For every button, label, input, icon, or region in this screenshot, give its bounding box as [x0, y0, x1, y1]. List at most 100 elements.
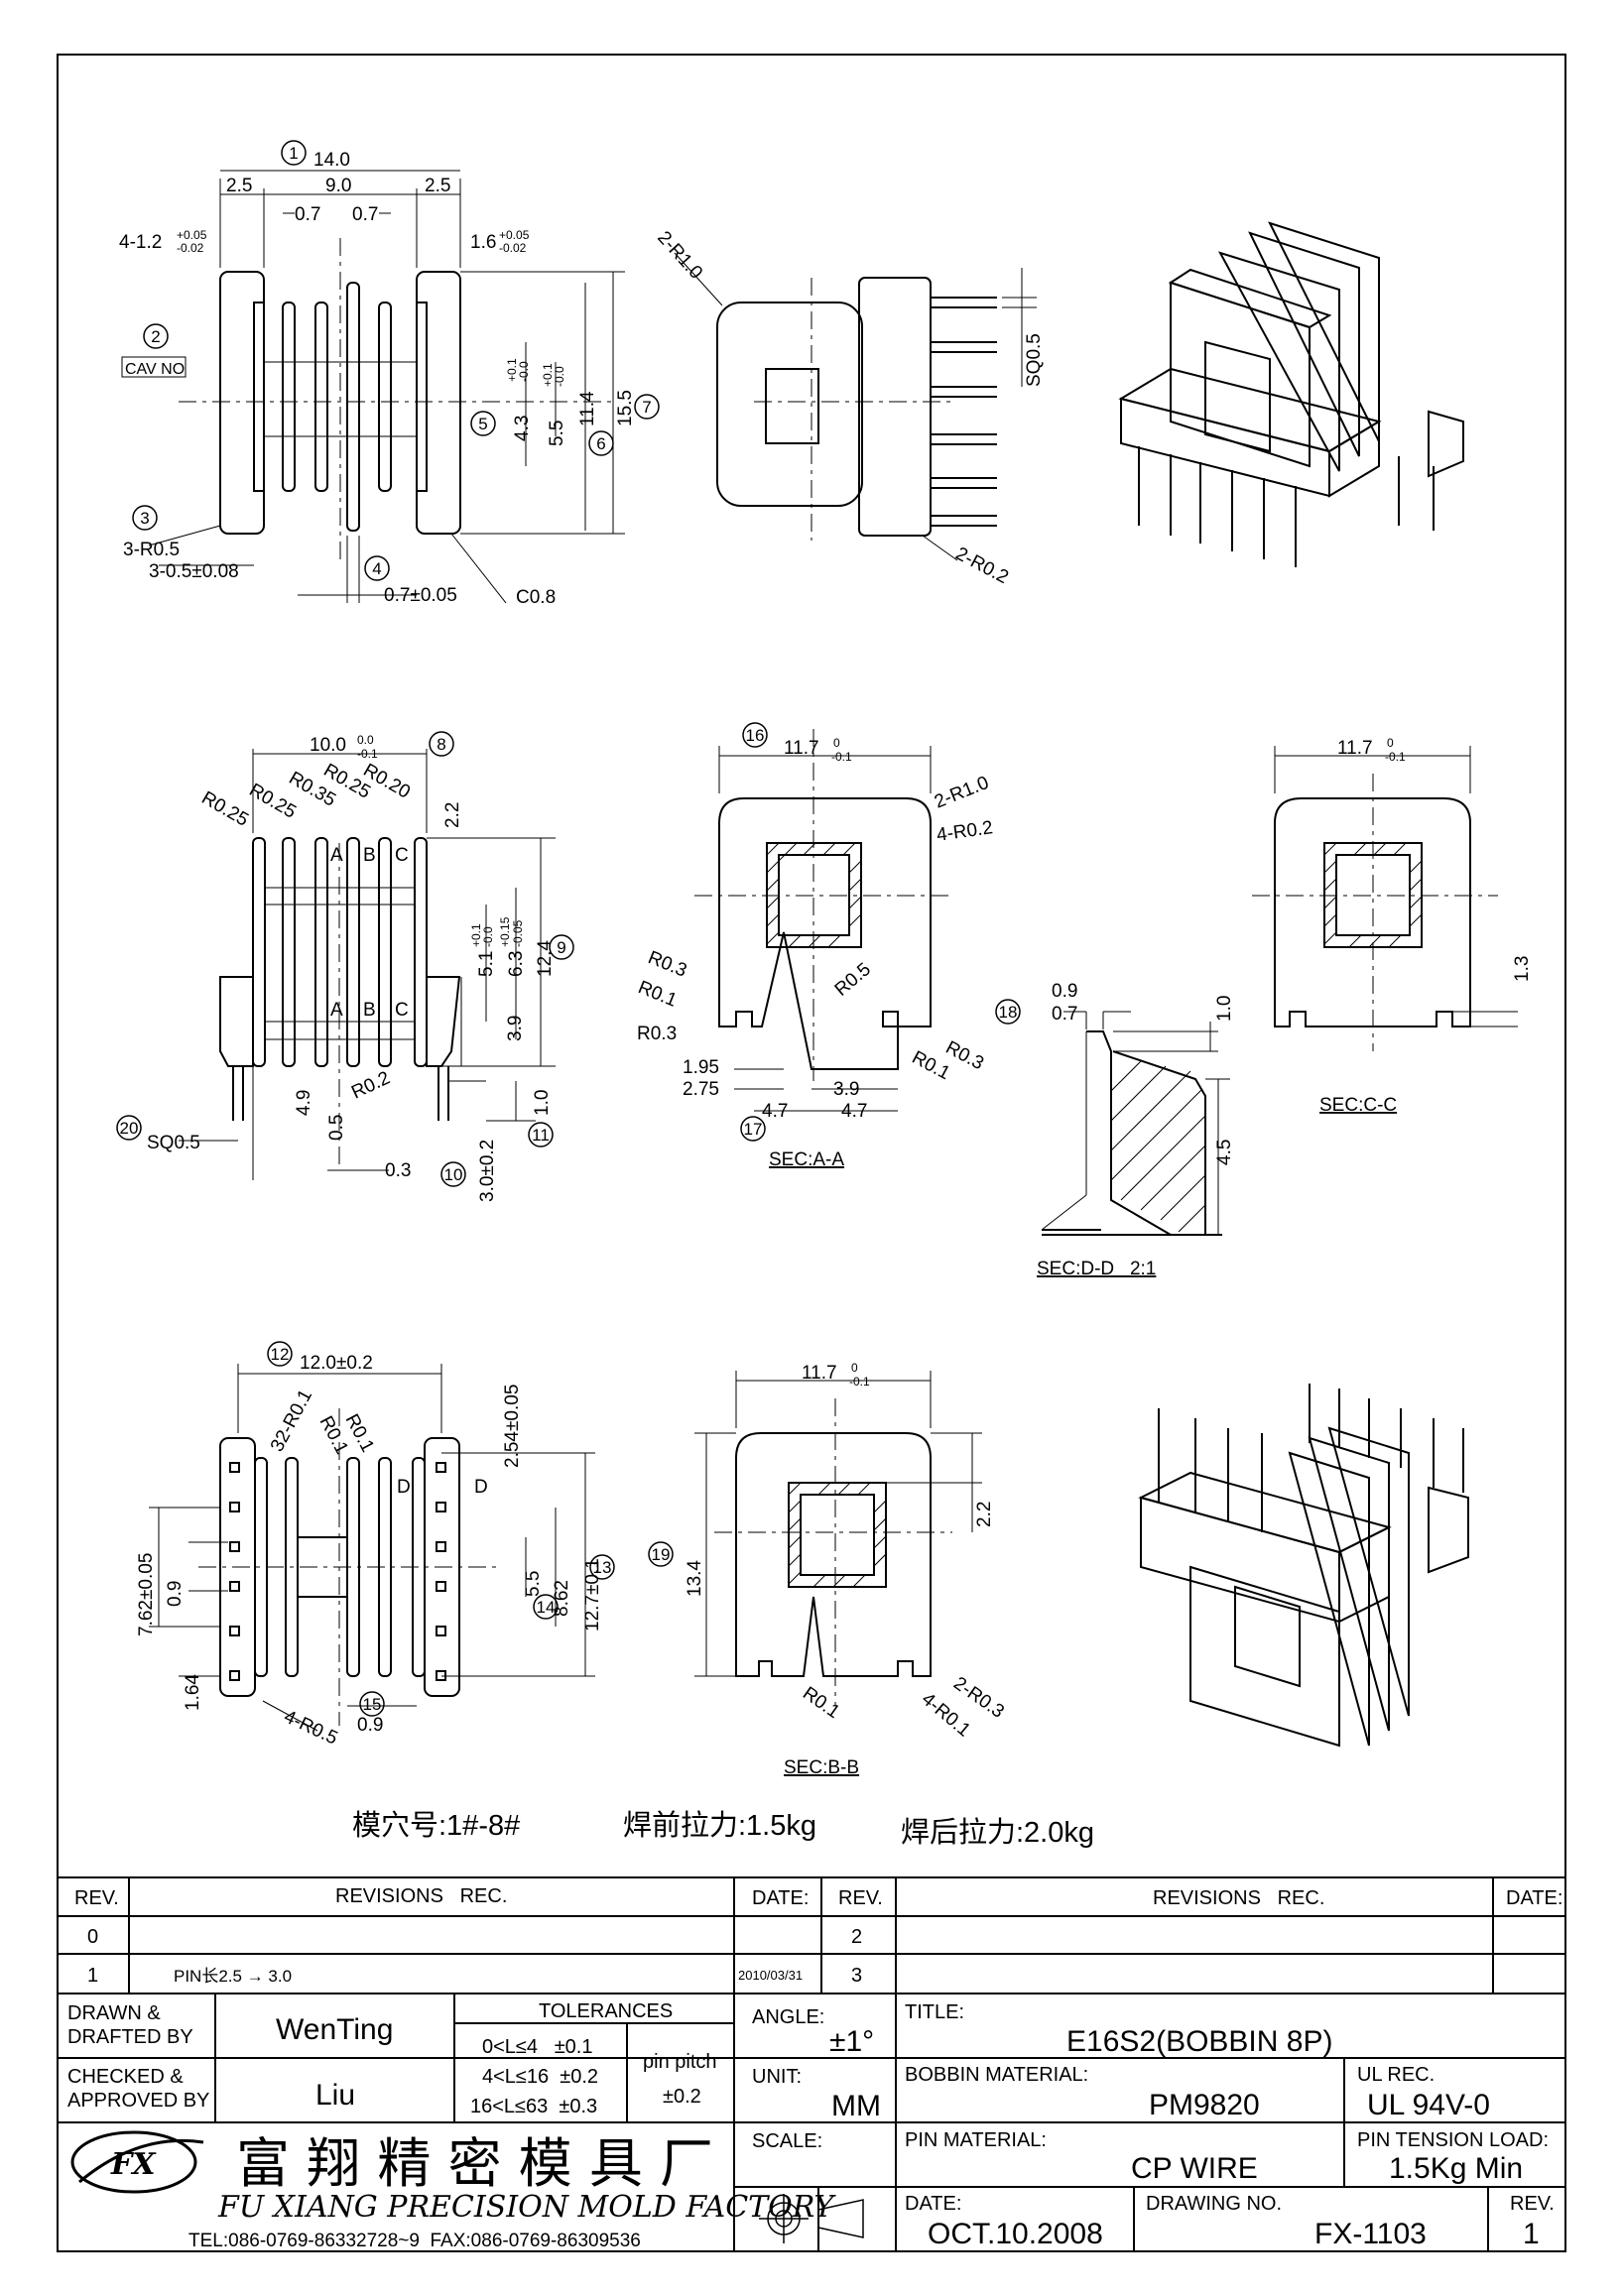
- section-d-label: SEC:D-D 2:1: [1037, 1259, 1156, 1279]
- dim-11-7-c-lower: -0.1: [1385, 750, 1406, 764]
- iso-view-top: [1118, 221, 1464, 567]
- dim-13-4: 13.4: [685, 1560, 705, 1597]
- section-a-label: SEC:A-A: [769, 1149, 844, 1170]
- section-a-hatch: [766, 842, 862, 948]
- dim-11-7-a-upper: 0: [833, 736, 840, 750]
- logo-text: FX: [110, 2147, 157, 2182]
- dim-1-3: 1.3: [1512, 956, 1533, 982]
- bobbin-material-value: PM9820: [1149, 2089, 1260, 2121]
- dim-6-3-upper: +0.15: [498, 916, 512, 947]
- dim-11-7-c-upper: 0: [1387, 736, 1394, 750]
- rev-label: REV.: [1510, 2193, 1555, 2215]
- section-mark-c-bottom: C: [395, 1000, 409, 1021]
- dim-32-r0-1: 32-R0.1: [267, 1387, 316, 1456]
- dim-3-r0-5: 3-R0.5: [123, 540, 180, 560]
- section-mark-b-top: B: [363, 845, 376, 866]
- dim-r0-3-a1: R0.3: [645, 947, 689, 982]
- dim-11-7-a-lower: -0.1: [831, 750, 852, 764]
- company-logo-icon: FX: [70, 2130, 204, 2194]
- ul-label: UL REC.: [1357, 2064, 1435, 2086]
- top-view-labels: 14.0 2.5 9.0 2.5 0.7 0.7 4-1.2 +0.05 -0.…: [119, 150, 636, 608]
- bottom-view-labels: 12.0±0.2 32-R0.1 R0.1 R0.1 D D 2.54±0.05…: [136, 1353, 603, 1750]
- dim-0-9-b2: 0.9: [357, 1715, 383, 1736]
- dim-0-7-d: 0.7: [1052, 1004, 1077, 1025]
- dim-c0-8: C0.8: [516, 587, 556, 608]
- dim-11-7-b-lower: -0.1: [849, 1375, 870, 1389]
- dim-2-2: 2.2: [442, 802, 463, 828]
- dim-r0-5-a: R0.5: [831, 959, 875, 1001]
- dim-12-0: 12.0±0.2: [300, 1353, 373, 1374]
- dim-3-9: 3.9: [505, 1016, 526, 1041]
- date-header: DATE:: [752, 1887, 809, 1909]
- bottom-view: [149, 1364, 595, 1732]
- balloon-12: 12: [271, 1345, 290, 1364]
- dim-15-5: 15.5: [615, 390, 636, 426]
- dim-2-2-b: 2.2: [974, 1502, 995, 1527]
- iso-view-bottom: [1138, 1384, 1469, 1748]
- top-view: [148, 170, 625, 604]
- pin-pitch-value: ±0.2: [663, 2086, 701, 2108]
- revisions-header-2: REVISIONS REC.: [1153, 1887, 1324, 1909]
- dim-2-5-right: 2.5: [425, 176, 450, 196]
- section-mark-c-top: C: [395, 845, 409, 866]
- rev-row-0-rev2: 2: [851, 1926, 862, 1948]
- rev-row-1-date: 2010/03/31: [738, 1968, 803, 1983]
- note-pull-before: 焊前拉力:1.5kg: [623, 1809, 816, 1842]
- side-view: [674, 252, 1037, 561]
- section-b-hatch: [788, 1482, 887, 1588]
- front-view-labels: 10.0 0.0 -0.1 R0.25 R0.25 R0.35 R0.25 R0…: [147, 733, 556, 1202]
- section-b-label: SEC:B-B: [784, 1757, 859, 1778]
- dim-11-7-c: 11.7: [1337, 738, 1373, 759]
- note-pull-after: 焊后拉力:2.0kg: [901, 1816, 1094, 1849]
- dim-3-9-a: 3.9: [833, 1079, 859, 1100]
- dim-14-0: 14.0: [313, 150, 350, 171]
- dim-2-r0-2: 2-R0.2: [952, 544, 1012, 588]
- balloon-17: 17: [744, 1120, 763, 1139]
- cav-no-label: CAV NO: [125, 361, 185, 378]
- dim-2-75: 2.75: [683, 1079, 719, 1100]
- unit-value: MM: [831, 2090, 881, 2122]
- ul-value: UL 94V-0: [1367, 2089, 1490, 2121]
- dim-sq0-5-pin: SQ0.5: [147, 1133, 200, 1153]
- balloon-20: 20: [120, 1119, 139, 1138]
- balloon-8: 8: [437, 735, 445, 754]
- date-label: DATE:: [905, 2193, 961, 2215]
- notes: 模穴号:1#-8# 焊前拉力:1.5kg 焊后拉力:2.0kg: [352, 1809, 1094, 1849]
- section-d-view: [1041, 1011, 1230, 1236]
- section-d-labels: 0.9 0.7 1.0 4.5 SEC:D-D 2:1: [1037, 981, 1235, 1279]
- dim-0-7-left: 0.7: [295, 204, 320, 225]
- dim-4-1-2-lower: -0.02: [177, 241, 204, 255]
- dim-4-7-left: 4.7: [762, 1101, 788, 1122]
- angle-label: ANGLE:: [752, 2006, 824, 2028]
- checked-label-text: CHECKED &: [67, 2066, 184, 2088]
- dim-r0-2: R0.2: [348, 1068, 393, 1104]
- dim-1-6-lower: -0.02: [499, 241, 527, 255]
- dim-11-7-b-upper: 0: [851, 1361, 858, 1375]
- title-block-text: REV. REVISIONS REC. DATE: REV. REVISIONS…: [67, 1885, 1562, 2250]
- drawn-label-text: DRAWN &: [67, 2002, 161, 2024]
- dim-5-5: 5.5: [547, 421, 567, 446]
- balloon-15: 15: [363, 1695, 382, 1714]
- section-mark-d-right: D: [474, 1477, 488, 1498]
- balloons: [116, 140, 1021, 1717]
- dim-0-7-pin: 0.7±0.05: [384, 585, 457, 606]
- tolerance-row-0: 0<L≤4 ±0.1: [482, 2036, 592, 2058]
- dim-2-r1-0-a: 2-R1.0: [932, 773, 992, 813]
- dim-4-1-2-upper: +0.05: [177, 228, 207, 242]
- dim-12-4: 12.4: [535, 940, 556, 977]
- dim-9-0: 9.0: [325, 176, 351, 196]
- balloon-9: 9: [557, 938, 565, 957]
- section-c-label: SEC:C-C: [1319, 1095, 1397, 1116]
- projection-symbol-icon: [759, 2194, 864, 2243]
- dim-5-1-lower: -0.0: [481, 926, 495, 947]
- dim-1-6: 1.6: [470, 232, 496, 253]
- dim-11-7-b: 11.7: [802, 1363, 837, 1384]
- balloon-6: 6: [596, 434, 605, 453]
- section-b-view: [694, 1371, 982, 1706]
- dim-4-r0-5: 4-R0.5: [281, 1706, 341, 1749]
- balloon-19: 19: [652, 1545, 671, 1564]
- dim-1-95: 1.95: [683, 1057, 719, 1078]
- checked-label-text-line-1: APPROVED BY: [67, 2090, 209, 2112]
- dim-12-7: 12.7±0.1: [582, 1558, 603, 1631]
